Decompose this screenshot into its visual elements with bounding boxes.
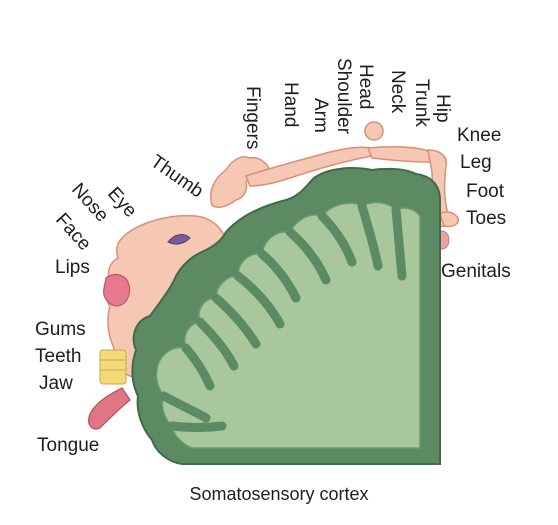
label-knee: Knee xyxy=(457,125,502,146)
label-tongue: Tongue xyxy=(37,435,100,456)
label-lips: Lips xyxy=(55,257,90,278)
label-shoulder: Shoulder xyxy=(333,58,354,135)
teeth-shape xyxy=(99,349,127,385)
label-hip: Hip xyxy=(432,94,453,123)
label-teeth: Teeth xyxy=(35,346,82,367)
diagram-caption: Somatosensory cortex xyxy=(189,484,369,504)
label-arm: Arm xyxy=(310,98,331,133)
label-trunk: Trunk xyxy=(411,79,432,127)
label-foot: Foot xyxy=(466,181,505,202)
sulci xyxy=(159,201,407,432)
label-neck: Neck xyxy=(387,70,408,114)
label-fingers: Fingers xyxy=(242,86,263,150)
body-figure xyxy=(210,145,460,228)
label-leg: Leg xyxy=(460,152,492,173)
label-gums: Gums xyxy=(35,319,86,340)
label-genitals: Genitals xyxy=(441,261,511,282)
label-hand: Hand xyxy=(280,82,301,128)
label-head: Head xyxy=(355,64,376,110)
head-shape xyxy=(364,121,384,141)
label-toes: Toes xyxy=(466,208,507,229)
tongue-shape xyxy=(88,387,131,430)
label-jaw: Jaw xyxy=(39,373,73,394)
